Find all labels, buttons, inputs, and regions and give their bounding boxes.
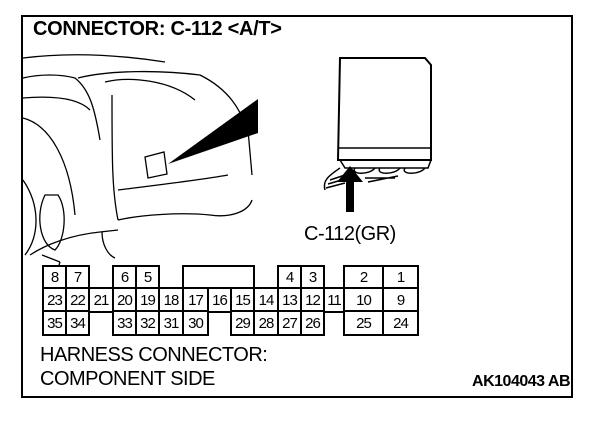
figure-code: AK104043 AB bbox=[472, 373, 570, 390]
pin-16: 16 bbox=[207, 287, 232, 313]
pin-24: 24 bbox=[382, 310, 419, 336]
connector-title: CONNECTOR: C-112 <A/T> bbox=[33, 18, 282, 40]
pointer-wedge bbox=[168, 99, 258, 164]
pin-33: 33 bbox=[112, 310, 137, 336]
caption-line-2: COMPONENT SIDE bbox=[40, 368, 215, 390]
pin-11: 11 bbox=[323, 287, 345, 313]
pin-25: 25 bbox=[343, 310, 384, 336]
connector-label: C-112(GR) bbox=[304, 223, 396, 245]
arrow-icon bbox=[337, 166, 363, 212]
connector-key-block bbox=[182, 265, 255, 289]
pin-21: 21 bbox=[88, 287, 114, 313]
pin-15: 15 bbox=[230, 287, 255, 313]
pin-22: 22 bbox=[65, 287, 90, 313]
control-unit-drawing bbox=[323, 57, 432, 191]
pin-26: 26 bbox=[300, 310, 325, 336]
pin-29: 29 bbox=[230, 310, 255, 336]
pin-7: 7 bbox=[65, 265, 90, 290]
pin-31: 31 bbox=[158, 310, 184, 336]
pin-32: 32 bbox=[135, 310, 160, 336]
diagram-frame bbox=[21, 15, 573, 398]
pin-28: 28 bbox=[253, 310, 279, 336]
pin-30: 30 bbox=[182, 310, 209, 336]
pin-27: 27 bbox=[277, 310, 302, 336]
pin-35: 35 bbox=[42, 310, 67, 336]
pin-14: 14 bbox=[253, 287, 279, 313]
dashboard-drawing bbox=[22, 54, 253, 276]
caption-line-1: HARNESS CONNECTOR: bbox=[40, 344, 268, 366]
pin-34: 34 bbox=[65, 310, 90, 336]
